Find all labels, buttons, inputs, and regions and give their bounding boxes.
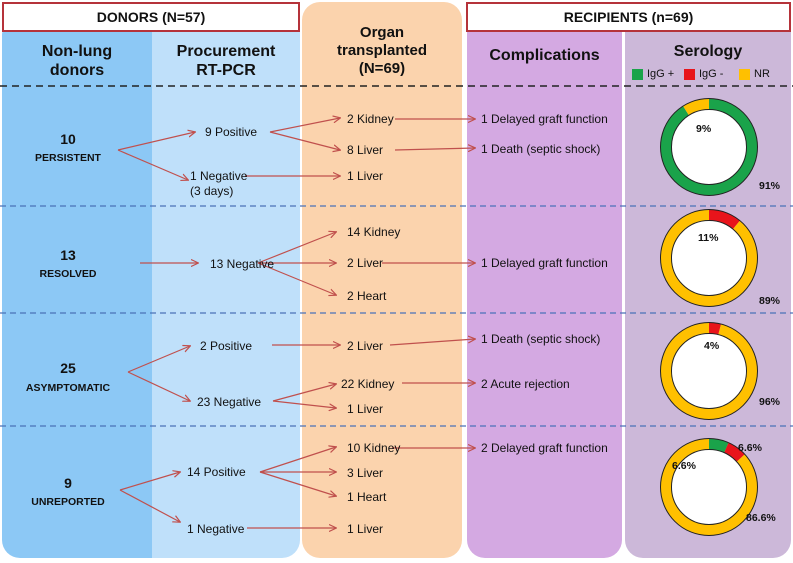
- pcr-persistent-negative-sub: (3 days): [190, 184, 234, 198]
- heading-complications: Complications: [489, 47, 600, 64]
- organ-persistent-2: 8 Liver: [347, 143, 384, 157]
- comp-persistent-1: 1 Delayed graft function: [481, 112, 608, 126]
- recipients-header: RECIPIENTS (n=69): [466, 2, 791, 32]
- sero-resolved-label-2: 89%: [759, 295, 781, 307]
- col-complications: [467, 30, 622, 558]
- pcr-persistent-positive: 9 Positive: [205, 125, 258, 139]
- donor-label-persistent: PERSISTENT: [35, 152, 101, 164]
- donors-header: DONORS (N=57): [2, 2, 300, 32]
- organ-persistent-3: 1 Liver: [347, 169, 384, 183]
- serology-slice-neg-asymptomatic: [708, 322, 722, 335]
- donor-label-unreported: UNREPORTED: [31, 496, 105, 508]
- serology-slice-nr-persistent: [683, 98, 710, 116]
- sero-persistent-label-2: 91%: [759, 180, 781, 192]
- organ-unreported-2: 3 Liver: [347, 466, 384, 480]
- serology-slice-pos-persistent: [660, 98, 758, 196]
- serology-ring-outline-asymptomatic: [660, 322, 758, 420]
- donor-count-unreported: 9: [64, 475, 72, 491]
- donor-label-resolved: RESOLVED: [39, 268, 97, 280]
- nr-swatch: [739, 68, 750, 80]
- comp-resolved-1: 1 Delayed graft function: [481, 256, 608, 270]
- col-nonlung-donors: [2, 30, 152, 558]
- pcr-asymptomatic-positive: 2 Positive: [200, 339, 253, 353]
- comp-persistent-2: 1 Death (septic shock): [481, 142, 601, 156]
- serology-ring-outline-resolved: [660, 209, 758, 307]
- sero-persistent-label-1: 9%: [696, 123, 712, 135]
- serology-slice-pos-unreported: [708, 438, 729, 453]
- pcr-persistent-negative: 1 Negative: [190, 169, 248, 183]
- donor-label-asymptomatic: ASYMPTOMATIC: [25, 382, 111, 394]
- serology-slice-nr-resolved: [660, 209, 758, 307]
- sero-unreported-label-1: 6.6%: [738, 442, 762, 454]
- sero-asymptomatic-label-1: 4%: [704, 340, 720, 352]
- pcr-asymptomatic-negative: 23 Negative: [197, 395, 262, 409]
- organ-resolved-1: 14 Kidney: [347, 225, 401, 239]
- comp-asymptomatic-1: 1 Death (septic shock): [481, 332, 601, 346]
- organ-asymptomatic-1: 2 Liver: [347, 339, 384, 353]
- legend-nr: NR: [739, 68, 770, 80]
- legend-igg-pos: IgG +: [632, 68, 674, 80]
- organ-resolved-3: 2 Heart: [347, 289, 387, 303]
- heading-serology: Serology: [673, 43, 743, 60]
- serology-ring-outline-unreported: [660, 438, 758, 536]
- serology-ring-outline-persistent: [660, 98, 758, 196]
- serology-slice-neg-unreported: [723, 442, 745, 462]
- pcr-unreported-negative: 1 Negative: [187, 522, 245, 536]
- col-organ-transplanted: [302, 2, 462, 558]
- organ-unreported-1: 10 Kidney: [347, 441, 401, 455]
- legend-igg-neg: IgG -: [684, 68, 723, 80]
- igg-pos-swatch: [632, 68, 643, 80]
- serology-ring-hole-asymptomatic: [671, 333, 747, 409]
- organ-persistent-1: 2 Kidney: [347, 112, 394, 126]
- sero-resolved-label-1: 11%: [698, 232, 719, 244]
- pcr-resolved-negative: 13 Negative: [210, 257, 275, 271]
- pcr-unreported-positive: 14 Positive: [187, 465, 246, 479]
- sero-asymptomatic-label-2: 96%: [759, 396, 781, 408]
- organ-asymptomatic-2: 22 Kidney: [341, 377, 395, 391]
- organ-asymptomatic-3: 1 Liver: [347, 402, 384, 416]
- serology-slice-nr-asymptomatic: [660, 322, 758, 420]
- donor-count-asymptomatic: 25: [60, 360, 76, 376]
- col-procurement-rtpcr: [152, 30, 300, 558]
- organ-resolved-2: 2 Liver: [347, 256, 384, 270]
- sero-unreported-label-3: 86.6%: [746, 512, 776, 524]
- donor-count-resolved: 13: [60, 247, 76, 263]
- serology-ring-hole-resolved: [671, 220, 747, 296]
- serology-slice-nr-unreported: [660, 438, 758, 536]
- sero-unreported-label-2: 6.6%: [672, 460, 696, 472]
- organ-unreported-3: 1 Heart: [347, 490, 387, 504]
- serology-ring-hole-unreported: [671, 449, 747, 525]
- donor-count-persistent: 10: [60, 131, 76, 147]
- igg-neg-swatch: [684, 68, 695, 80]
- comp-asymptomatic-2: 2 Acute rejection: [481, 377, 570, 391]
- comp-unreported-1: 2 Delayed graft function: [481, 441, 608, 455]
- serology-ring-hole-persistent: [671, 109, 747, 185]
- organ-unreported-4: 1 Liver: [347, 522, 384, 536]
- serology-slice-neg-resolved: [708, 209, 740, 230]
